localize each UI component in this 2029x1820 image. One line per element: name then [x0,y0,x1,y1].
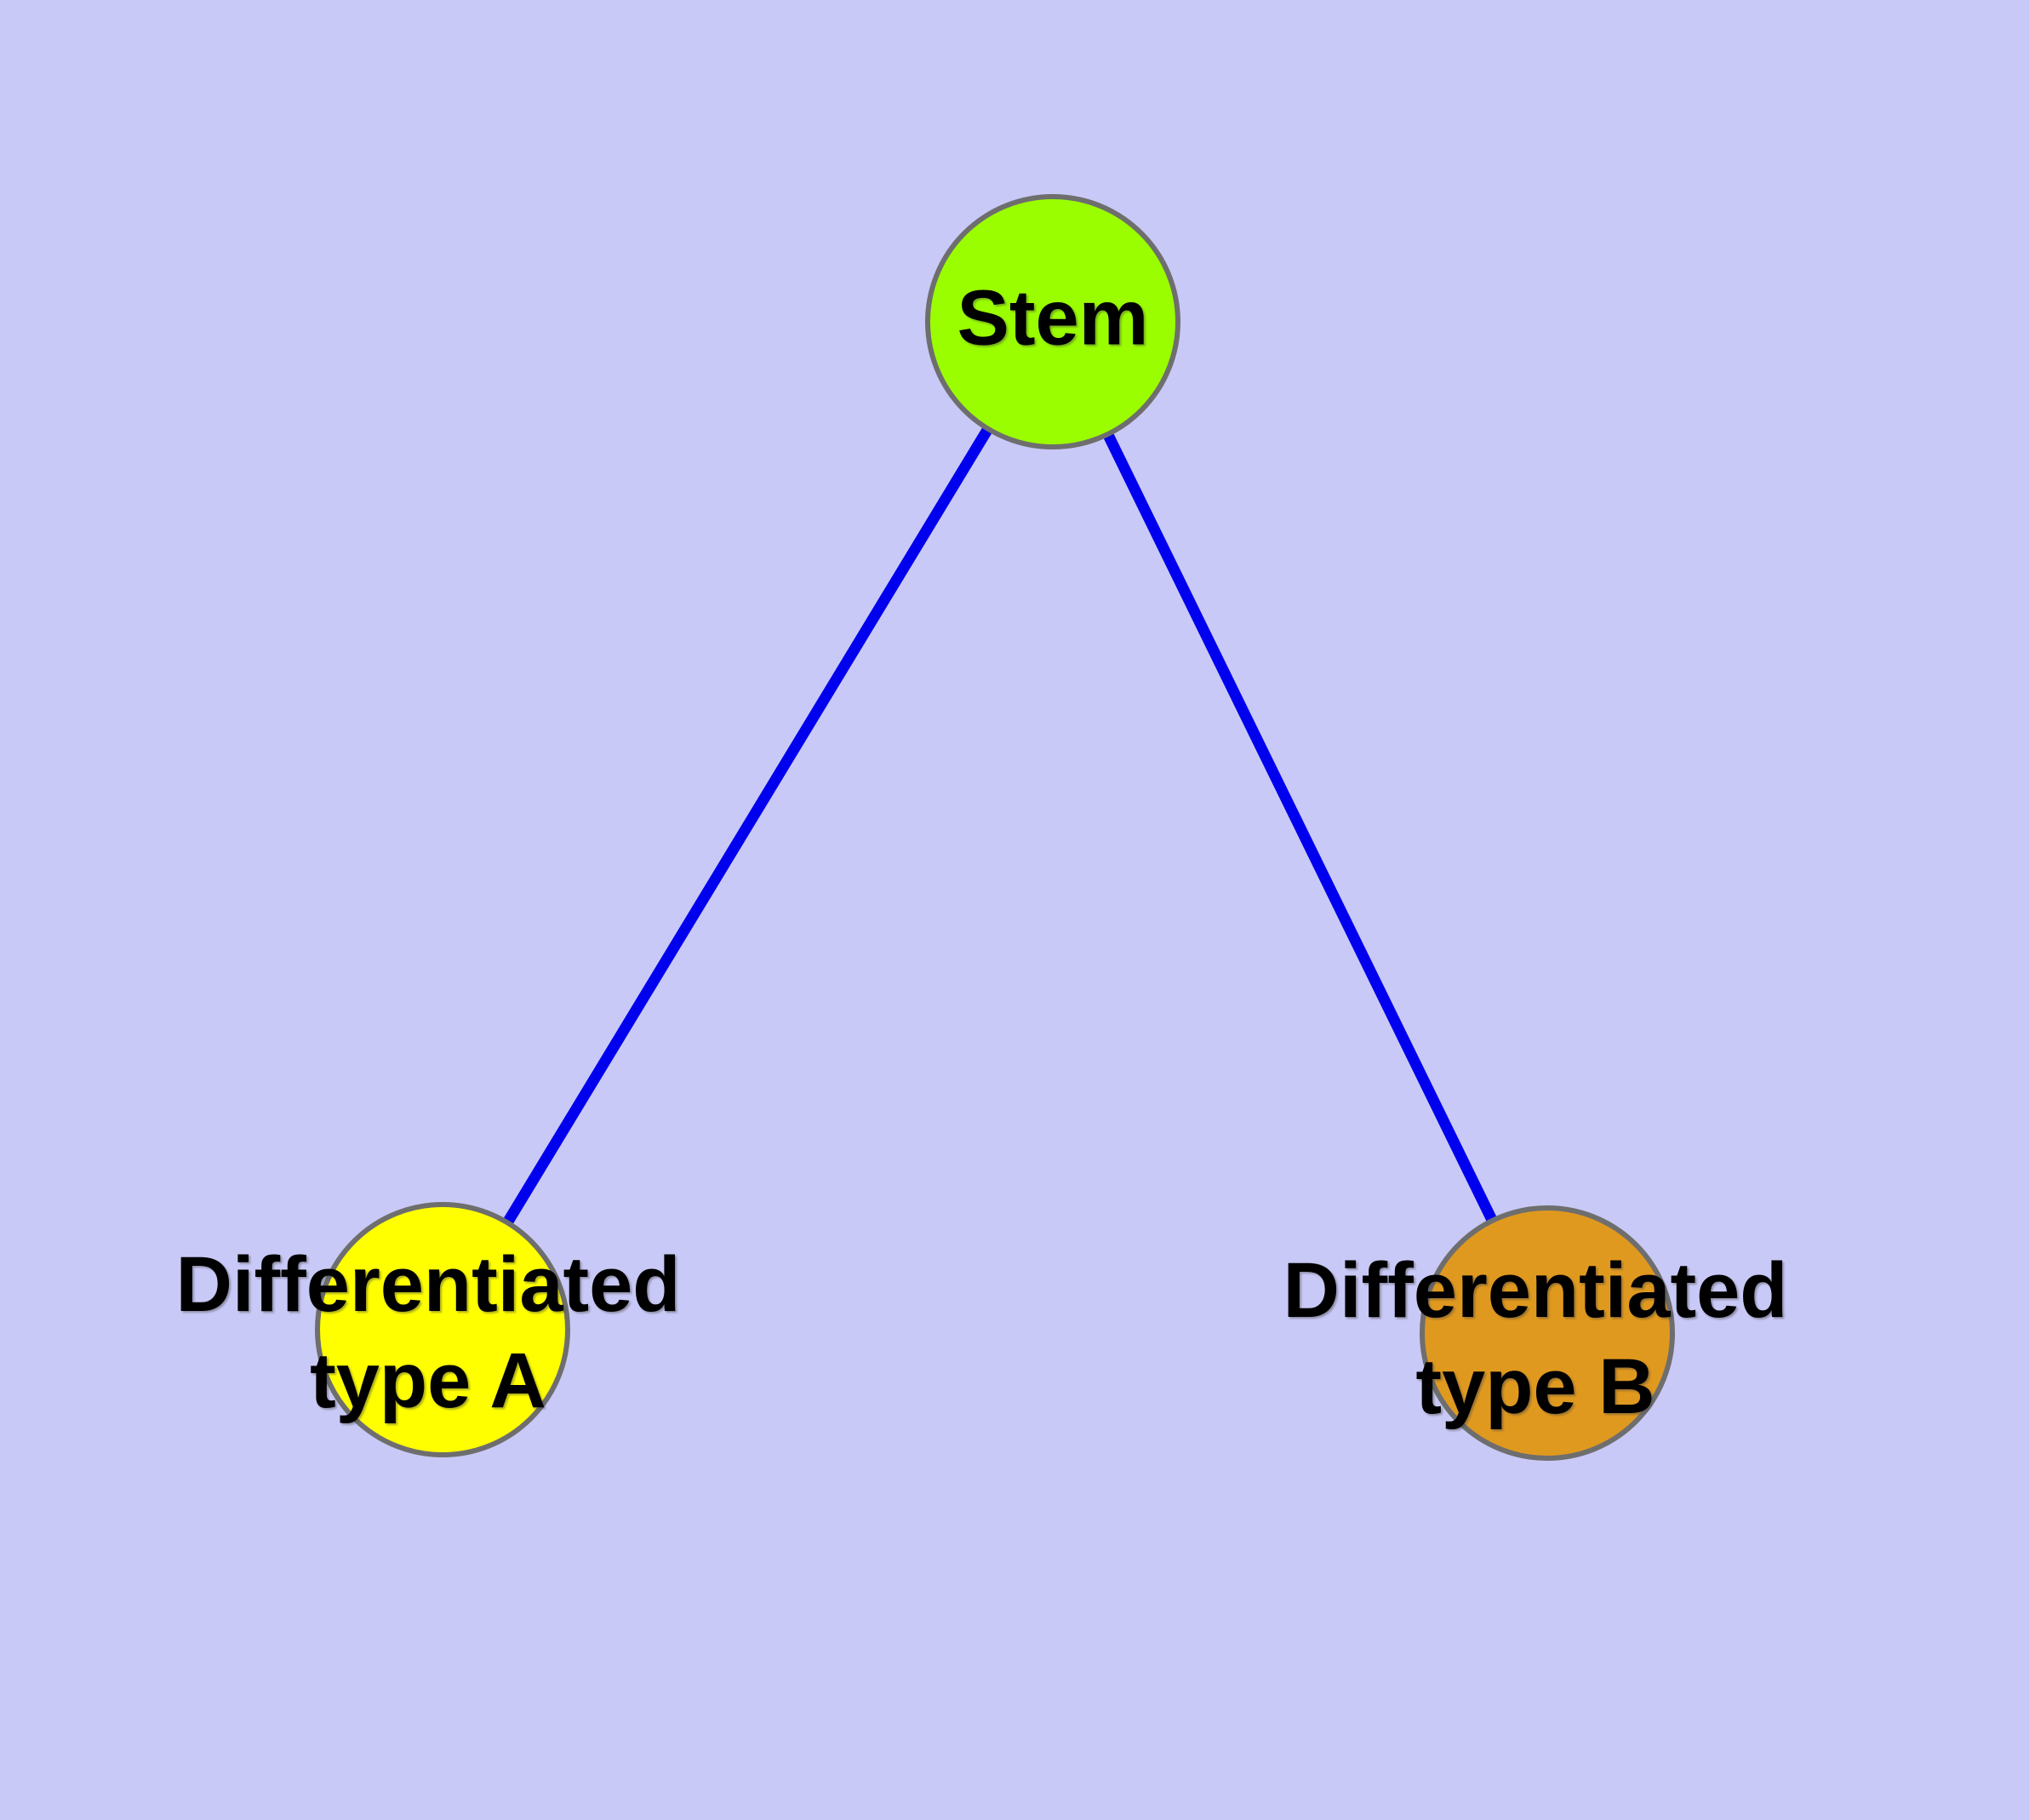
edge-stem-to-type-b [1048,319,1552,1336]
node-stem-label: Stem [957,271,1149,367]
node-type-b-label: Differentiated type B [1283,1243,1788,1435]
node-type-a-circle [315,1202,570,1457]
node-type-b-circle [1420,1205,1675,1461]
node-type-a-label-line2: type A [310,1337,546,1424]
node-type-b-label-line1: Differentiated [1283,1247,1788,1334]
node-stem-circle [925,194,1180,449]
node-type-b-label-line2: type B [1415,1343,1655,1430]
edge-stem-to-type-a [437,318,1058,1333]
node-type-a-label-line1: Differentiated [175,1241,681,1328]
node-stem-label-line1: Stem [957,274,1149,362]
node-type-a-label: Differentiated type A [176,1237,681,1429]
